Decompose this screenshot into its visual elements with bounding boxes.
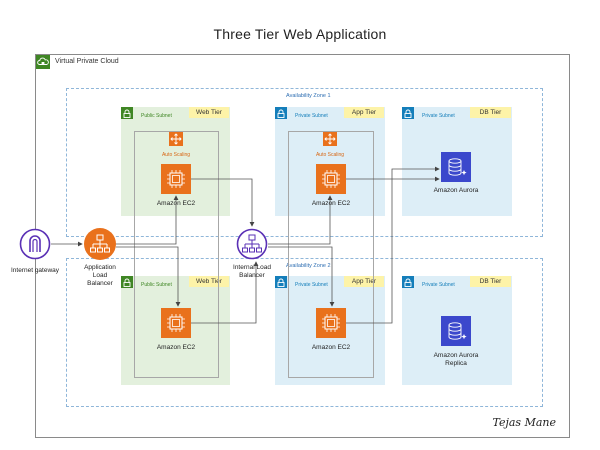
alb-label-line3: Balancer xyxy=(87,280,113,287)
ec2-icon xyxy=(161,164,191,194)
subnet-label: Private Subnet xyxy=(295,113,328,119)
subnet-label: Private Subnet xyxy=(295,282,328,288)
db-tier-badge: DB Tier xyxy=(470,276,511,287)
availability-zone-1 xyxy=(66,88,543,237)
ec2-label: Amazon EC2 xyxy=(311,344,351,351)
db-tier-badge: DB Tier xyxy=(470,107,511,118)
lock-icon xyxy=(121,276,133,288)
connector-alb-web-ec2-1 xyxy=(116,195,179,245)
connector-app-ec2-aurora-2 xyxy=(346,166,440,324)
alb-label-line2: Load xyxy=(92,272,108,279)
aurora-replica-label-line1: Amazon Aurora xyxy=(433,352,479,359)
connector-ilb-app-ec2-1 xyxy=(268,195,333,245)
aurora-replica-icon xyxy=(441,316,471,346)
diagram-title: Three Tier Web Application xyxy=(213,26,387,42)
connector-web-ec2-ilb-1 xyxy=(191,178,255,227)
subnet-label: Public Subnet xyxy=(141,282,172,288)
application-load-balancer-icon xyxy=(84,228,116,260)
lock-icon xyxy=(121,107,133,119)
subnet-label: Private Subnet xyxy=(422,282,455,288)
connector-web-ec2-ilb-2 xyxy=(191,261,259,324)
lock-icon xyxy=(402,276,414,288)
ec2-label: Amazon EC2 xyxy=(311,200,351,207)
availability-zone-1-label: Availability Zone 1 xyxy=(286,93,331,99)
ilb-label-line1: Internal Load xyxy=(233,264,271,271)
subnet-label: Public Subnet xyxy=(141,113,172,119)
auto-scaling-icon xyxy=(323,132,337,146)
ec2-icon xyxy=(316,308,346,338)
cloud-lock-icon xyxy=(36,55,50,69)
availability-zone-2-label: Availability Zone 2 xyxy=(286,263,331,269)
ec2-icon xyxy=(316,164,346,194)
lock-icon xyxy=(402,107,414,119)
internet-gateway-icon xyxy=(19,228,51,260)
auto-scaling-label: Auto Scaling xyxy=(161,152,191,158)
connector-ilb-app-ec2-2 xyxy=(268,246,335,307)
ec2-label: Amazon EC2 xyxy=(156,344,196,351)
auto-scaling-label: Auto Scaling xyxy=(315,152,345,158)
aurora-icon xyxy=(441,152,471,182)
author-signature: Tejas Mane xyxy=(492,416,556,429)
ec2-icon xyxy=(161,308,191,338)
aurora-label: Amazon Aurora xyxy=(433,187,479,194)
availability-zone-2 xyxy=(66,258,543,407)
aurora-replica-label: Amazon Aurora Replica xyxy=(416,352,496,368)
connector-alb-web-ec2-2 xyxy=(116,246,181,307)
app-auto-scaling-group xyxy=(288,131,374,378)
internal-load-balancer-label: Internal Load Balancer xyxy=(222,264,282,280)
web-tier-badge: Web Tier xyxy=(189,107,229,118)
lock-icon xyxy=(275,107,287,119)
aurora-replica-label-line2: Replica xyxy=(445,360,467,367)
lock-icon xyxy=(275,276,287,288)
vpc-label: Virtual Private Cloud xyxy=(55,58,119,65)
web-auto-scaling-group xyxy=(134,131,219,378)
subnet-label: Private Subnet xyxy=(422,113,455,119)
auto-scaling-icon xyxy=(169,132,183,146)
internal-load-balancer-icon xyxy=(236,228,268,260)
ilb-label-line2: Balancer xyxy=(239,272,265,279)
app-tier-badge: App Tier xyxy=(344,276,384,287)
application-load-balancer-label: Application Load Balancer xyxy=(70,264,130,288)
alb-label-line1: Application xyxy=(84,264,116,271)
internet-gateway-label: Internet gateway xyxy=(10,267,60,274)
app-tier-badge: App Tier xyxy=(344,107,384,118)
web-tier-badge: Web Tier xyxy=(189,276,229,287)
